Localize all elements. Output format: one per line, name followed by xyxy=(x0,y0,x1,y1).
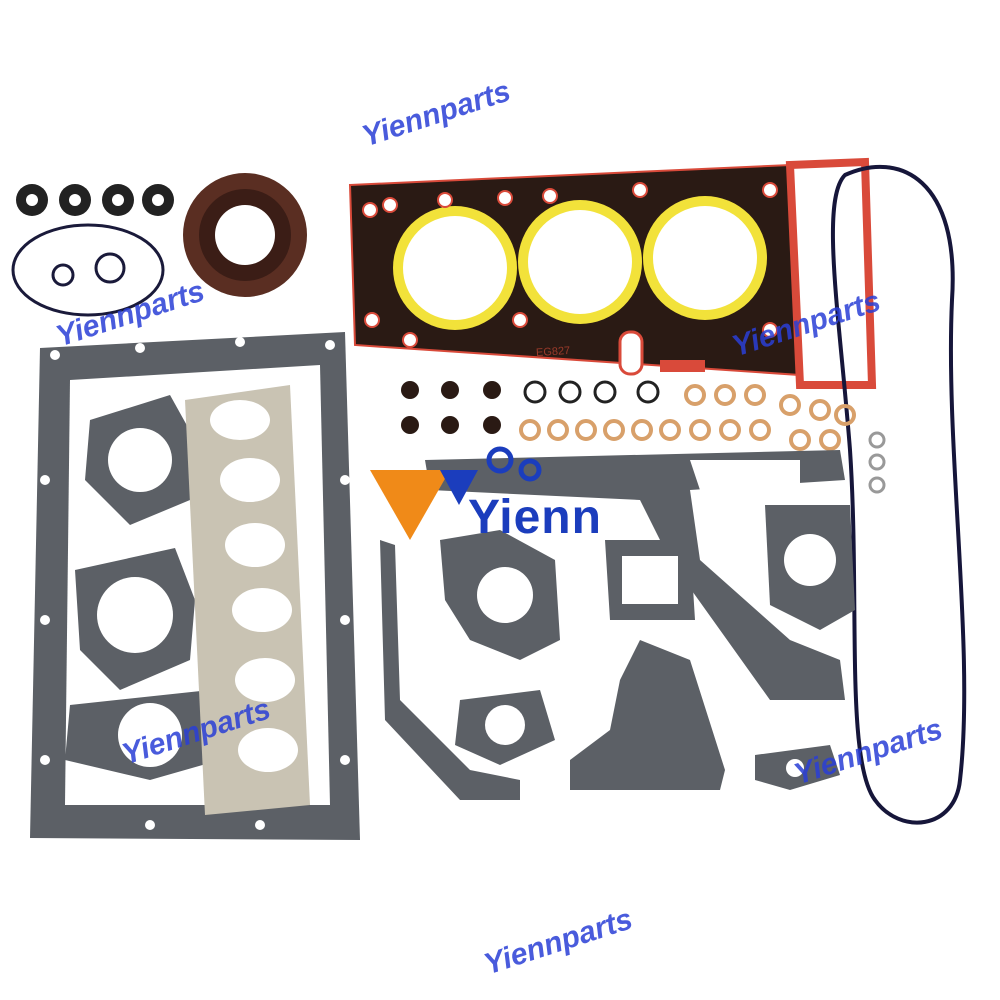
small-seals-and-washers xyxy=(401,380,886,494)
yienn-logo-text: Yienn xyxy=(468,491,602,544)
cylinder-head-gasket xyxy=(348,163,802,377)
large-o-ring xyxy=(11,223,165,317)
timing-cover-o-ring xyxy=(830,164,967,825)
flange-gaskets xyxy=(65,395,220,780)
head-gasket-stamp: EG827 xyxy=(535,344,571,360)
valve-stem-seals xyxy=(16,184,174,216)
timing-cover-gasket xyxy=(380,450,855,800)
crankshaft-oil-seal xyxy=(183,173,307,297)
exhaust-manifold-gasket xyxy=(185,385,310,815)
rocker-cover-gasket xyxy=(785,157,877,389)
yienn-logo-mark xyxy=(370,446,542,540)
